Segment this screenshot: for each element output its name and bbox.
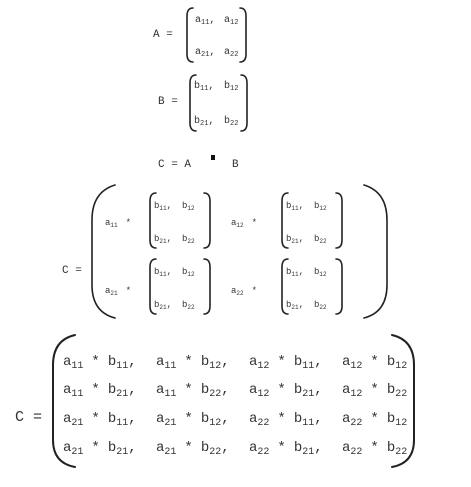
product-operator-icon: [211, 155, 215, 160]
equation-c: C = A B: [158, 155, 239, 171]
result-entry: a22*b12: [342, 411, 407, 429]
result-entry: a21*b21,: [63, 440, 137, 458]
result-entry: a11*b22,: [156, 382, 230, 400]
result-right-paren: [391, 334, 415, 468]
equation-a: A = a11, a12 a21, a22: [153, 7, 247, 63]
result-left-paren: [52, 334, 76, 468]
result-entry: a21*b22,: [156, 440, 230, 458]
equation-b: B = b11, b12 b21, b22: [158, 74, 248, 132]
left-paren: [149, 192, 157, 249]
matrix-b-row-1: b11, b12: [194, 80, 238, 93]
block-cell: a22* b11, b12 b21, b22: [231, 258, 343, 315]
result-matrix: C = a11*b11,a11*b12,a12*b11,a12*b12a11*b…: [15, 334, 415, 468]
result-row: a11*b21, a11*b22, a12*b21, a12*b22: [63, 382, 407, 400]
block-coefficient: a22*: [231, 286, 257, 297]
right-paren: [239, 7, 247, 63]
result-entry: a11*b12,: [156, 354, 230, 372]
block-matrix-row: b21, b22: [286, 300, 327, 311]
left-paren: [281, 258, 289, 315]
result-entry: a21*b11,: [63, 411, 137, 429]
block-cell: a11* b11, b12 b21, b22: [105, 192, 211, 249]
right-paren: [203, 192, 211, 249]
result-entry: a22*b11,: [249, 411, 323, 429]
outer-left-paren: [91, 184, 116, 319]
block-matrix-row: b21, b22: [154, 300, 195, 311]
block-expansion: C = a11* b11, b12 b21, b22 a12* b11, b12 b21,…: [62, 184, 388, 319]
label-a: A =: [153, 29, 173, 41]
result-entry: a12*b12: [342, 354, 407, 372]
c-equals-a: C = A: [158, 159, 191, 171]
result-entry: a11*b21,: [63, 382, 137, 400]
outer-right-paren: [363, 184, 388, 319]
result-entry: a11*b11,: [63, 354, 137, 372]
operand-b: B: [232, 159, 239, 171]
matrix-b-row-2: b21, b22: [194, 115, 238, 128]
result-row: a21*b11, a21*b12, a22*b11, a22*b12: [63, 411, 407, 429]
right-paren: [335, 258, 343, 315]
result-entry: a21*b12,: [156, 411, 230, 429]
label-c-result: C =: [15, 409, 42, 426]
result-entry: a12*b21,: [249, 382, 323, 400]
result-row: a11*b11, a11*b12, a12*b11, a12*b12: [63, 354, 407, 372]
label-c-block: C =: [62, 265, 82, 277]
right-paren: [240, 74, 248, 132]
right-paren: [203, 258, 211, 315]
block-cell: a21* b11, b12 b21, b22: [105, 258, 211, 315]
result-row: a21*b21, a21*b22, a22*b21, a22*b22: [63, 440, 407, 458]
block-matrix-row: b21, b22: [154, 234, 195, 245]
block-matrix-row: b11, b12: [286, 201, 327, 212]
block-coefficient: a21*: [105, 286, 131, 297]
block-cell: a12* b11, b12 b21, b22: [231, 192, 343, 249]
block-matrix-row: b11, b12: [286, 267, 327, 278]
result-entry: a12*b11,: [249, 354, 323, 372]
result-entry: a12*b22: [342, 382, 407, 400]
block-matrix-row: b11, b12: [154, 201, 195, 212]
left-paren: [186, 7, 194, 63]
left-paren: [189, 74, 197, 132]
left-paren: [281, 192, 289, 249]
matrix-a-row-1: a11, a12: [195, 15, 238, 27]
block-matrix-row: b21, b22: [286, 234, 327, 245]
result-entry: a22*b22: [342, 440, 407, 458]
label-b: B =: [158, 96, 178, 108]
block-matrix-row: b11, b12: [154, 267, 195, 278]
left-paren: [149, 258, 157, 315]
result-entry: a22*b21,: [249, 440, 323, 458]
matrix-a-row-2: a21, a22: [195, 47, 238, 59]
block-coefficient: a12*: [231, 218, 257, 229]
right-paren: [335, 192, 343, 249]
block-coefficient: a11*: [105, 218, 131, 229]
